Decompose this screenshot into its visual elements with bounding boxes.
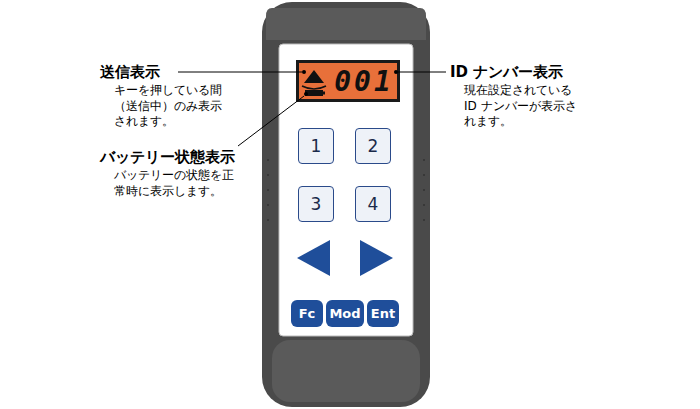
top-cap: [266, 8, 426, 40]
key-label: 4: [368, 194, 379, 214]
callout-heading: 送信表示: [100, 63, 160, 83]
function-key: Fc: [291, 300, 323, 327]
leader-line: [178, 72, 302, 73]
grip: [272, 340, 420, 402]
key-label: 2: [368, 136, 379, 156]
front-face: [279, 44, 413, 336]
transmit-icon: [304, 70, 324, 83]
leader-line: [398, 72, 446, 73]
callout-note: 現在設定されている ID ナンバーが表示されます。: [464, 83, 582, 130]
key-label: 1: [311, 136, 322, 156]
right-arrow-key: [360, 240, 393, 276]
battery-icon: [305, 90, 323, 96]
key-label: 3: [311, 194, 322, 214]
key-label: Mod: [329, 306, 360, 321]
callout-note: バッテリーの状態を正常時に表示します。: [114, 168, 242, 199]
callout-heading: バッテリー状態表示: [100, 148, 235, 168]
number-key: 1: [298, 128, 334, 164]
key-label: Fc: [299, 306, 316, 321]
left-arrow-key: [297, 240, 330, 276]
key-label: 001: [334, 65, 394, 98]
callout-note: キーを押している間（送信中）のみ表示されます。: [114, 83, 232, 130]
lcd-id-number: 001: [331, 64, 397, 98]
callout-heading: ID ナンバー表示: [450, 63, 563, 83]
lcd-screen: [299, 63, 397, 99]
number-key: 4: [355, 186, 391, 222]
lcd-frame: [296, 60, 400, 102]
function-key: Mod: [326, 300, 364, 327]
number-key: 2: [355, 128, 391, 164]
number-key: 3: [298, 186, 334, 222]
key-label: Ent: [371, 306, 395, 321]
device-body: [262, 2, 430, 407]
function-key: Ent: [367, 300, 399, 327]
leader-line: [238, 96, 304, 146]
